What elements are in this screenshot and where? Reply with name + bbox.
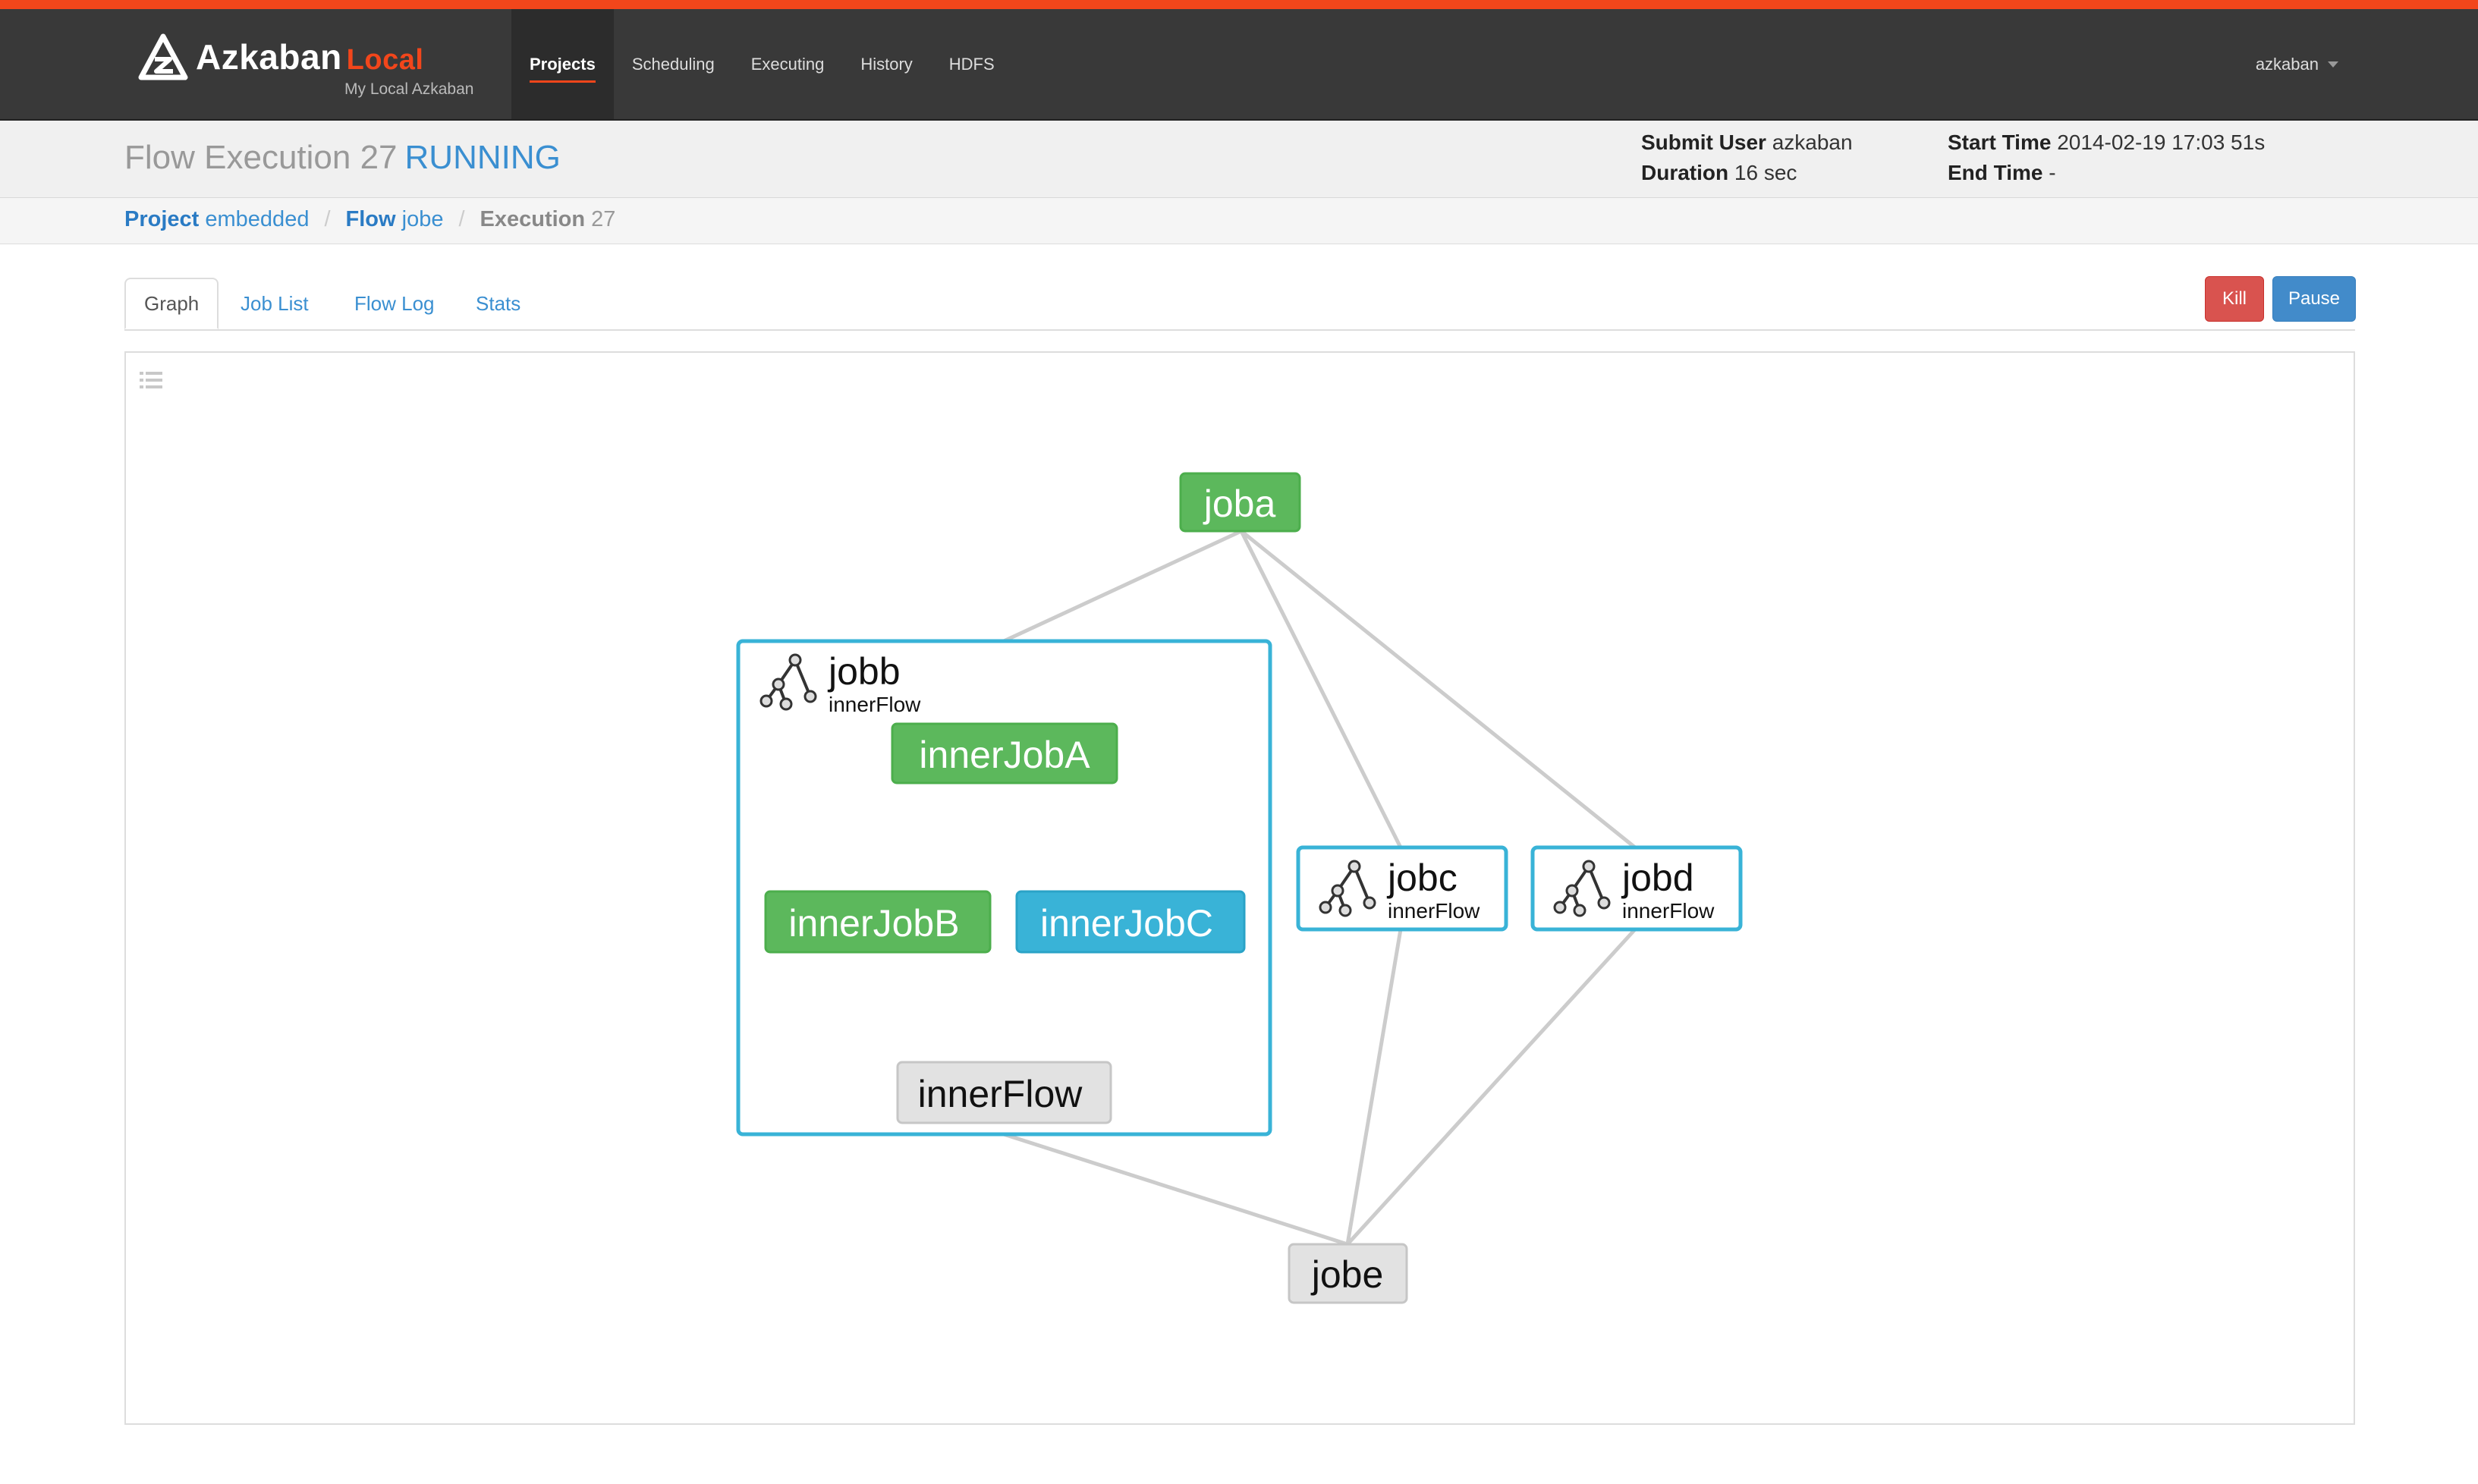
flow-subflow-label: innerFlow	[829, 693, 921, 716]
breadcrumb-execution: Execution 27	[480, 207, 616, 231]
page-title-text: Flow Execution 27	[124, 139, 398, 176]
list-icon[interactable]	[140, 371, 162, 389]
nav-scheduling[interactable]: Scheduling	[631, 54, 715, 74]
job-node-label: joba	[1203, 483, 1276, 525]
flow-name: jobc	[1386, 857, 1458, 899]
breadcrumb-project[interactable]: Project embedded	[124, 207, 310, 231]
start-time-meta: Start Time 2014-02-19 17:03 51s	[1948, 130, 2265, 155]
start-time-value: 2014-02-19 17:03 51s	[2057, 130, 2266, 154]
job-node-label: jobe	[1310, 1253, 1384, 1296]
job-node-jobe[interactable]: jobe	[1288, 1243, 1408, 1304]
duration-value: 16 sec	[1734, 161, 1797, 184]
nav-executing[interactable]: Executing	[750, 54, 825, 74]
breadcrumb-flow[interactable]: Flow jobe	[345, 207, 444, 231]
flow-node-jobc[interactable]: jobc innerFlow	[1296, 845, 1508, 932]
submit-user-label: Submit User	[1641, 130, 1766, 154]
top-accent-bar	[0, 0, 2478, 9]
end-time-value: -	[2049, 161, 2056, 184]
user-menu[interactable]: azkaban	[2256, 9, 2338, 119]
start-time-label: Start Time	[1948, 130, 2052, 154]
end-time-label: End Time	[1948, 161, 2043, 184]
brand-subtitle: My Local Azkaban	[344, 80, 474, 98]
job-node-label: innerJobC	[1040, 902, 1213, 945]
submit-user-meta: Submit User azkaban	[1641, 130, 1853, 155]
header-band	[0, 121, 2478, 198]
nav-hdfs[interactable]: HDFS	[948, 54, 995, 74]
flow-node-jobd[interactable]: jobd innerFlow	[1530, 845, 1743, 932]
tab-stats[interactable]: Stats	[476, 291, 521, 315]
nav-projects[interactable]: Projects	[511, 9, 614, 119]
nav-history[interactable]: History	[860, 54, 913, 74]
job-node-innerflow[interactable]: innerFlow	[896, 1061, 1112, 1124]
caret-down-icon	[2328, 61, 2338, 68]
job-node-innerjobc[interactable]: innerJobC	[1015, 890, 1246, 954]
flow-name: jobb	[827, 650, 901, 693]
brand-env: Local	[346, 44, 424, 76]
main-nav: Projects Scheduling Executing History HD…	[511, 9, 1013, 119]
kill-button[interactable]: Kill	[2205, 276, 2264, 322]
flow-subflow-label: innerFlow	[1388, 899, 1480, 923]
job-node-label: innerFlow	[918, 1073, 1083, 1115]
navbar	[0, 9, 2478, 121]
breadcrumb-band	[0, 198, 2478, 244]
tab-bar: Graph Job List Flow Log Stats	[124, 278, 2355, 331]
breadcrumb: Project embedded / Flow jobe / Execution…	[124, 207, 615, 232]
pause-button[interactable]: Pause	[2272, 276, 2356, 322]
breadcrumb-separator: /	[458, 207, 465, 231]
azkaban-logo-icon	[138, 33, 188, 80]
submit-user-value: azkaban	[1772, 130, 1853, 154]
flow-name: jobd	[1621, 857, 1694, 899]
duration-meta: Duration 16 sec	[1641, 161, 1797, 185]
job-node-innerjoba[interactable]: innerJobA	[891, 722, 1118, 784]
job-node-label: innerJobA	[919, 734, 1090, 776]
end-time-meta: End Time -	[1948, 161, 2056, 185]
tab-graph[interactable]: Graph	[124, 278, 219, 329]
tab-job-list[interactable]: Job List	[241, 291, 309, 315]
flow-node-jobb[interactable]: jobb innerFlow	[736, 639, 1272, 1137]
breadcrumb-separator: /	[324, 207, 331, 231]
user-name: azkaban	[2255, 54, 2319, 74]
duration-label: Duration	[1641, 161, 1729, 184]
execution-status: RUNNING	[404, 139, 561, 176]
flow-subflow-label: innerFlow	[1622, 899, 1715, 923]
job-node-label: innerJobB	[788, 902, 959, 945]
job-node-joba[interactable]: joba	[1179, 472, 1301, 533]
job-node-innerjobb[interactable]: innerJobB	[764, 890, 992, 954]
tab-flow-log[interactable]: Flow Log	[354, 291, 435, 315]
